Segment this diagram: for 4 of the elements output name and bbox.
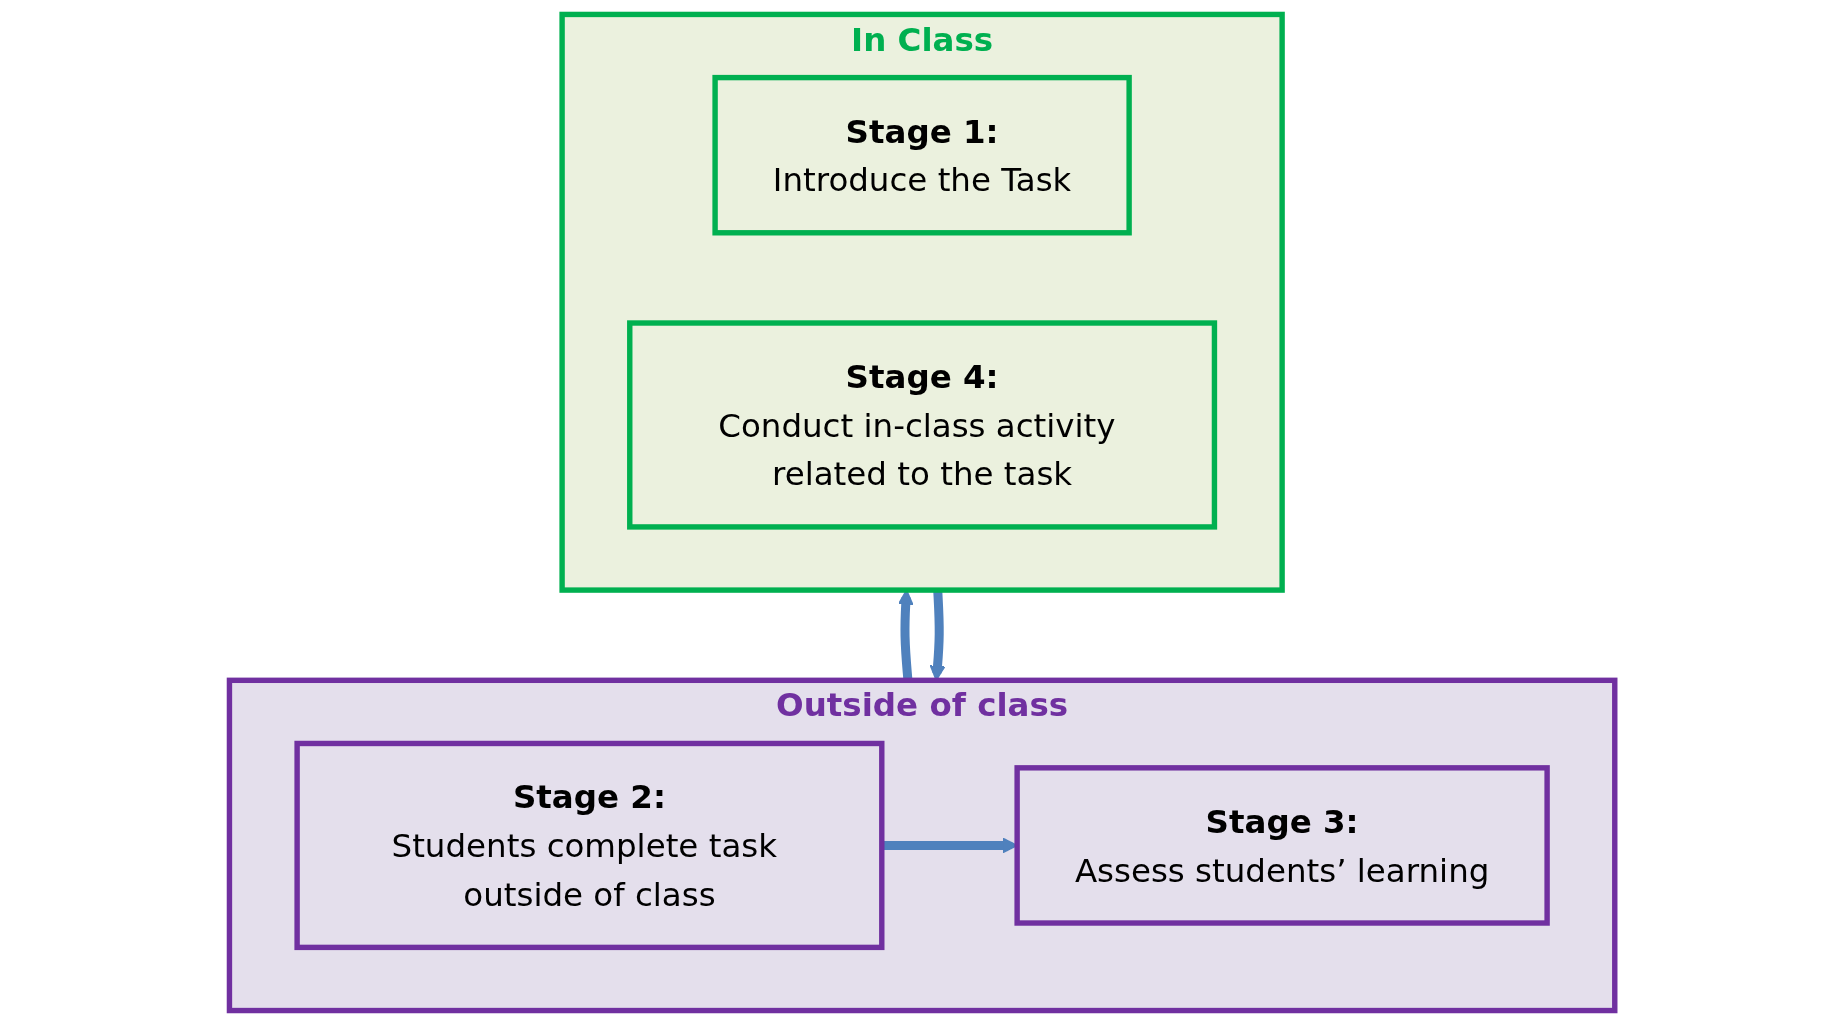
node-box: Stage 1: Introduce the Task [712,74,1133,236]
node-box: Stage 3: Assess students’ learning [1014,765,1551,926]
node-box: Stage 4: Conduct in-class activity related to the task [627,320,1218,530]
node-box: Stage 2: Students complete task outside of class [294,740,885,951]
